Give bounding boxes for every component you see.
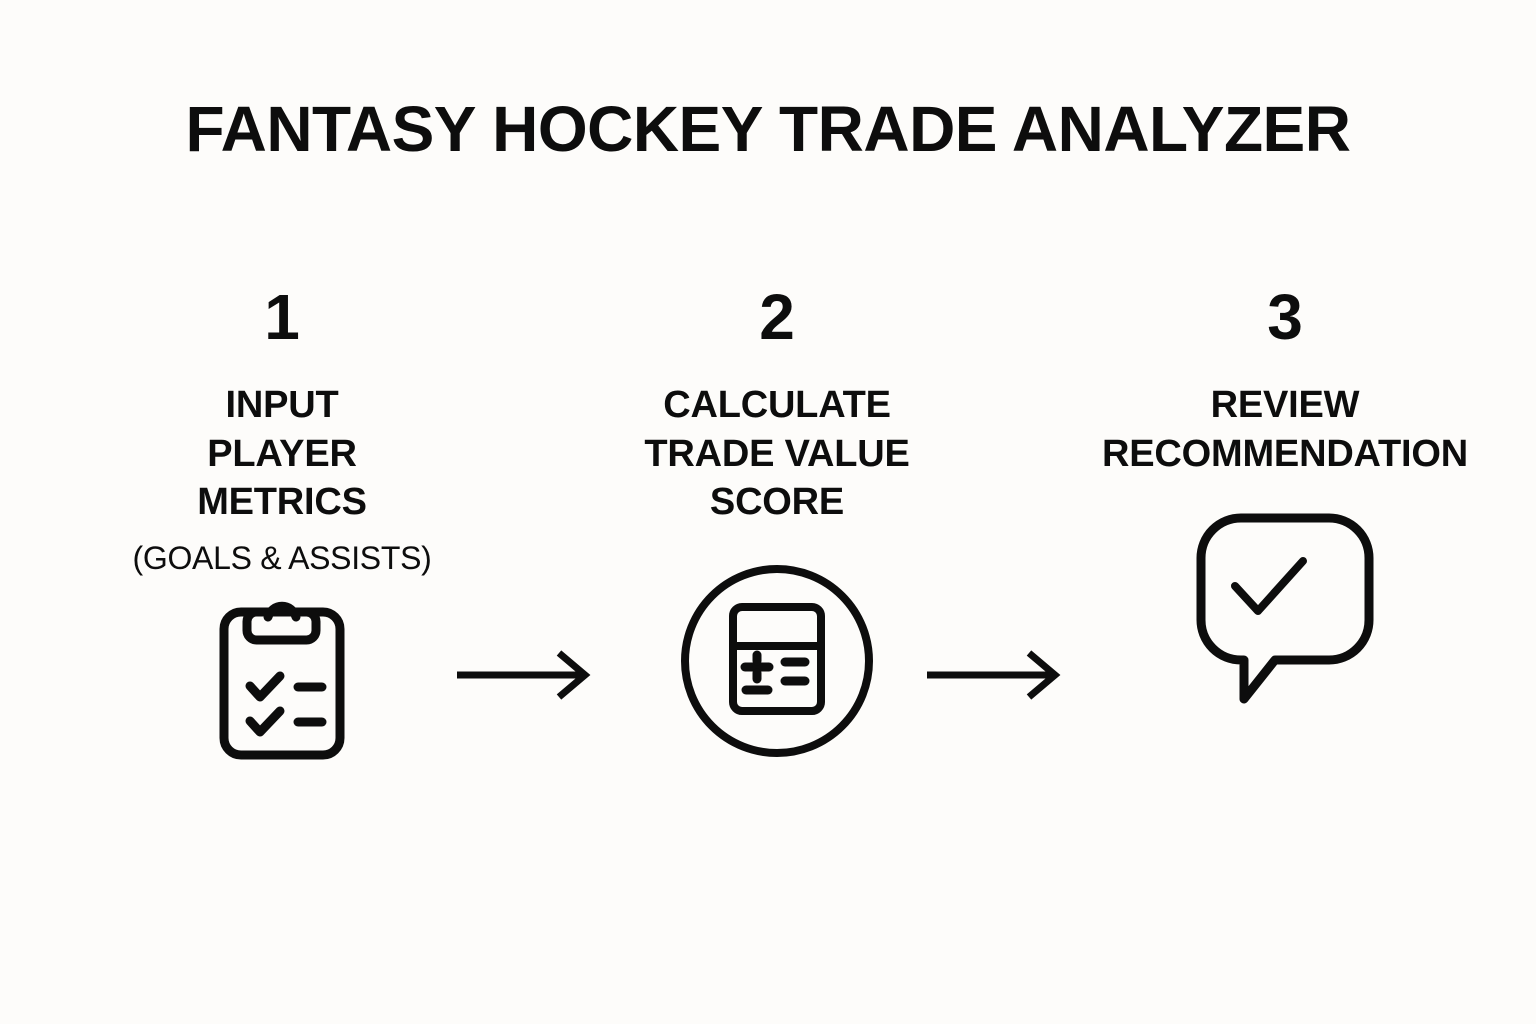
step-1-number: 1 — [264, 281, 300, 353]
page-title: FANTASY HOCKEY TRADE ANALYZER — [185, 93, 1351, 165]
step-1-label: INPUT PLAYER METRICS — [197, 381, 367, 527]
step-3: 3 REVIEW RECOMMENDATION — [1035, 285, 1535, 714]
step-2-label-line: SCORE — [709, 481, 845, 524]
step-3-label-line: REVIEW — [1210, 384, 1360, 426]
speech-bubble-check-icon — [1187, 504, 1383, 714]
step-3-label: REVIEW RECOMMENDATION — [1102, 381, 1468, 478]
step-1-sublabel: (GOALS & ASSISTS) — [132, 539, 432, 576]
calculator-circle-icon — [679, 563, 875, 759]
arrow-right-icon-2 — [925, 645, 1065, 705]
step-1-label-line: PLAYER — [207, 432, 357, 475]
steps-row: 1 INPUT PLAYER METRICS (GOALS & ASSISTS) — [0, 285, 1536, 845]
step-2-number: 2 — [759, 281, 795, 353]
step-3-number: 3 — [1267, 281, 1303, 353]
step-1-label-line: METRICS — [197, 481, 367, 524]
step-2-label-line: TRADE VALUE — [644, 432, 910, 475]
arrow-right-icon-1 — [455, 645, 595, 705]
step-1-label-line: INPUT — [225, 384, 339, 426]
step-2-label: CALCULATE TRADE VALUE SCORE — [644, 381, 909, 527]
clipboard-checklist-icon — [216, 591, 348, 763]
step-1: 1 INPUT PLAYER METRICS (GOALS & ASSISTS) — [62, 285, 502, 763]
step-2-label-line: CALCULATE — [663, 384, 891, 426]
step-2: 2 CALCULATE TRADE VALUE SCORE — [567, 285, 987, 759]
step-3-label-line: RECOMMENDATION — [1102, 432, 1468, 475]
